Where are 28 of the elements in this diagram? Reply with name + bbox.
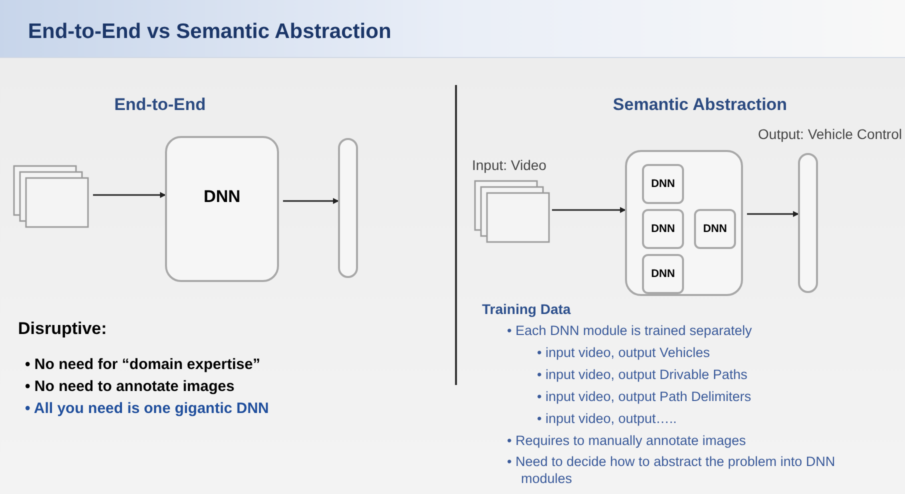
bullet-text: • input video, output Drivable Paths xyxy=(537,366,748,384)
subheading: Training Data xyxy=(482,300,572,319)
bullet-text: • input video, output Path Delimiters xyxy=(537,388,752,406)
bullet-text: • input video, output Vehicles xyxy=(537,344,711,362)
dnn-box: DNN xyxy=(694,209,736,249)
dnn-box: DNN xyxy=(642,164,684,204)
bullet-text: • Each DNN module is trained separately xyxy=(507,322,753,340)
bullet-text: • input video, output….. xyxy=(537,410,678,428)
arrow xyxy=(747,211,799,217)
section-heading: End-to-End xyxy=(113,94,207,116)
bullet-text: • No need to annotate images xyxy=(25,377,236,397)
subheading: Disruptive: xyxy=(18,318,108,340)
arrow xyxy=(283,198,339,204)
section-heading: Semantic Abstraction xyxy=(612,94,788,116)
dnn-box: DNN xyxy=(642,209,684,249)
bullet-text: • Need to decide how to abstract the problem into DNN modules xyxy=(507,453,836,487)
output-label: Output: Vehicle Control xyxy=(758,125,902,144)
arrow xyxy=(552,207,626,213)
slide-title: End-to-End vs Semantic Abstraction xyxy=(28,19,392,45)
dnn-box: DNN xyxy=(642,254,684,294)
dnn-box: DNN xyxy=(165,136,279,282)
arrow xyxy=(93,192,166,198)
input-label: Input: Video xyxy=(472,156,546,175)
bullet-text: • Requires to manually annotate images xyxy=(507,432,747,450)
bullet-text: • No need for “domain expertise” xyxy=(25,355,262,375)
module-container-box xyxy=(625,150,743,296)
output-bar xyxy=(338,138,358,278)
bullet-text: • All you need is one gigantic DNN xyxy=(25,399,270,419)
